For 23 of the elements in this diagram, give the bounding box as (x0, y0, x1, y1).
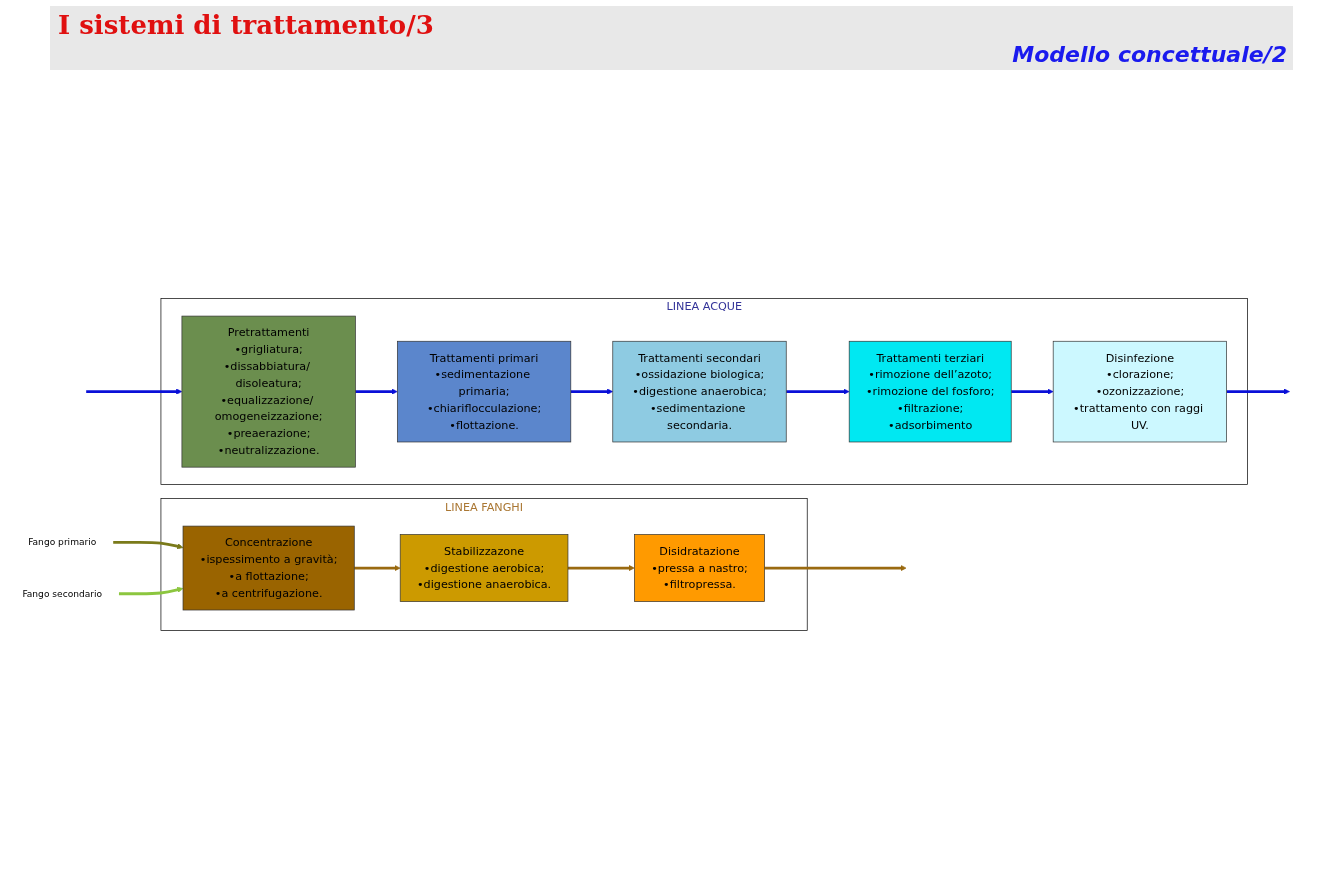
node-box: Disinfezione •clorazione; •ozonizzazione; •trattamento con raggi UV. (1052, 341, 1227, 443)
node-box: Concentrazione •ispessimento a gravità; •a flottazione; •a centrifugazione. (182, 526, 355, 611)
subtitle: Modello concettuale/2 (1012, 42, 1287, 67)
arrow (86, 389, 183, 396)
node-text: Fango secondario (22, 588, 103, 600)
arrow (355, 389, 398, 396)
arrow (786, 389, 850, 396)
arrow (113, 541, 184, 550)
arrow (1011, 389, 1054, 396)
arrow (1226, 389, 1290, 396)
diagram-title: I sistemi di trattamento/3 (58, 10, 434, 40)
node-box: Disidratazione •pressa a nastro; •filtropressa. (634, 534, 765, 603)
node-box: Trattamenti terziari •rimozione dell’azoto; •rimozione del fosforo; •filtrazione; •adsorbimento (848, 341, 1012, 443)
arrow (354, 565, 401, 572)
arrow (118, 587, 184, 596)
arrow (570, 389, 614, 396)
arrow (764, 565, 907, 572)
node-box: Trattamenti secondari •ossidazione biologica; •digestione anaerobica; •sedimentazione secondaria. (612, 341, 787, 443)
node-text: Fango primario (28, 537, 97, 548)
node-box: Stabilizzazone •digestione aerobica; •digestione anaerobica. (399, 534, 569, 603)
arrow (567, 565, 635, 572)
node-box: Trattamenti primari •sedimentazione primaria; •chiariflocculazione; •flottazione. (397, 341, 572, 443)
node-box: Pretrattamenti •grigliatura; •dissabbiatura/ disoleatura; •equalizzazione/ omogeneizzazione; •preaerazione; •neutralizzazione. (181, 316, 356, 468)
